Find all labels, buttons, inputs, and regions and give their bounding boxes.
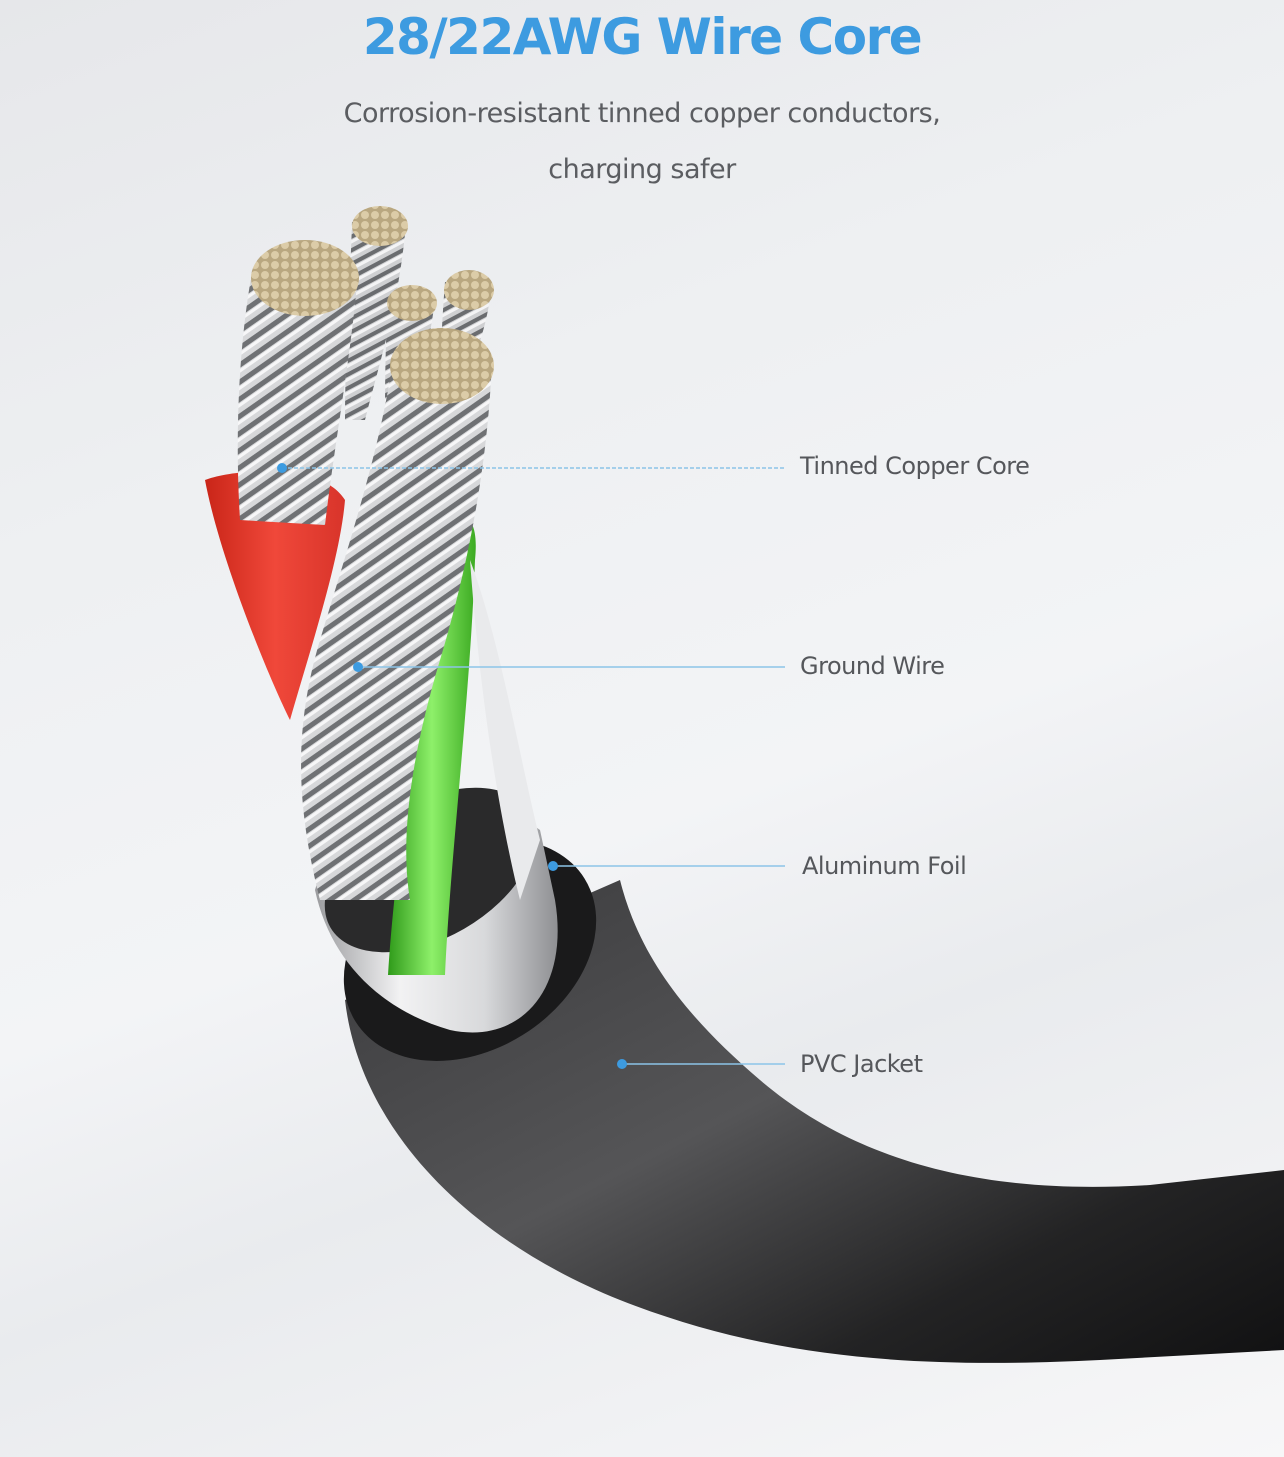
callout-ground-wire: Ground Wire (800, 652, 945, 680)
pointer-dot-icon (617, 1059, 627, 1069)
copper-end-front (390, 328, 494, 404)
subtitle-line-1: Corrosion-resistant tinned copper conduc… (343, 98, 941, 129)
copper-end-back2 (444, 270, 494, 310)
pointer-dot-icon (277, 463, 287, 473)
callout-pvc-jacket: PVC Jacket (800, 1050, 923, 1078)
copper-end-back3 (387, 285, 437, 321)
front-conductor (301, 360, 492, 900)
copper-end-left (251, 240, 359, 316)
pvc-jacket-body (345, 880, 1284, 1363)
red-wire (205, 471, 345, 720)
back-conductor-1 (345, 222, 406, 420)
callout-aluminum-foil: Aluminum Foil (802, 852, 967, 880)
pointer-dot-icon (548, 861, 558, 871)
subtitle-line-2: charging safer (548, 154, 736, 185)
green-ground-wire (388, 517, 476, 975)
callout-tinned-copper-core: Tinned Copper Core (800, 452, 1030, 480)
page-title: 28/22AWG Wire Core (362, 8, 923, 66)
pointer-dot-icon (353, 662, 363, 672)
copper-end-back1 (352, 206, 408, 246)
left-conductor (237, 272, 358, 525)
